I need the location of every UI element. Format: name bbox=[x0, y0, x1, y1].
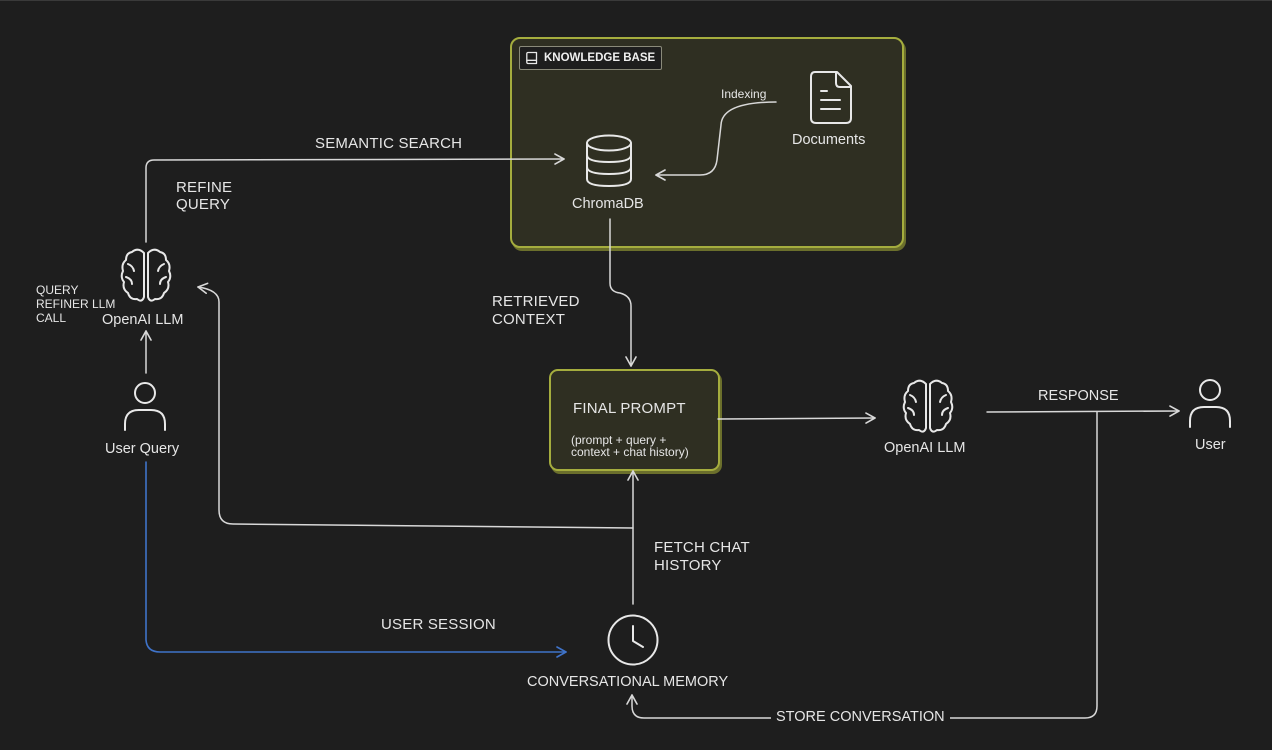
refine-query-label-line2: QUERY bbox=[176, 196, 231, 213]
memory-label: CONVERSATIONAL MEMORY bbox=[527, 674, 729, 690]
brain-icon-answer bbox=[902, 378, 954, 439]
edge-history-to-refiner bbox=[197, 282, 634, 529]
brain-icon-refiner bbox=[120, 247, 172, 308]
final-prompt-title: FINAL PROMPT bbox=[573, 400, 686, 417]
clock-icon bbox=[606, 613, 660, 672]
user-query-label: User Query bbox=[105, 441, 180, 457]
store-conversation-label: STORE CONVERSATION bbox=[771, 709, 950, 726]
refiner-llm-label: OpenAI LLM bbox=[102, 312, 184, 328]
response-label: RESPONSE bbox=[1038, 388, 1119, 404]
indexing-label: Indexing bbox=[721, 87, 767, 101]
refiner-note-line3: CALL bbox=[36, 311, 67, 325]
documents-label: Documents bbox=[792, 132, 866, 148]
knowledge-base-title: KNOWLEDGE BASE bbox=[544, 52, 656, 64]
fetch-history-label-line1: FETCH CHAT bbox=[654, 539, 750, 556]
user-session-label: USER SESSION bbox=[381, 616, 496, 633]
chromadb-label: ChromaDB bbox=[572, 196, 644, 212]
person-icon-user bbox=[1188, 377, 1232, 434]
refine-query-label-line1: REFINE bbox=[176, 179, 233, 196]
user-label: User bbox=[1195, 437, 1226, 453]
final-prompt-detail-line2: context + chat history) bbox=[571, 445, 689, 459]
fetch-history-label-line2: HISTORY bbox=[654, 557, 722, 574]
semantic-search-label: SEMANTIC SEARCH bbox=[315, 135, 463, 152]
database-icon bbox=[583, 134, 635, 193]
edge-user-session bbox=[145, 461, 567, 658]
edge-response bbox=[986, 405, 1180, 417]
knowledge-base-badge: KNOWLEDGE BASE bbox=[519, 46, 662, 70]
edge-retrieved-context bbox=[609, 218, 637, 367]
final-prompt-box bbox=[549, 369, 720, 471]
refiner-note-line2: REFINER LLM bbox=[36, 297, 116, 311]
edge-prompt-to-llm bbox=[717, 412, 876, 424]
refiner-note-line1: QUERY bbox=[36, 283, 79, 297]
retrieved-context-label-line1: RETRIEVED bbox=[492, 293, 580, 310]
window-top-edge bbox=[0, 0, 1272, 1]
edge-indexing bbox=[655, 101, 777, 181]
document-icon bbox=[807, 70, 855, 131]
person-icon-user-query bbox=[123, 380, 167, 437]
book-icon bbox=[525, 51, 539, 65]
final-prompt-detail-line1: (prompt + query + bbox=[571, 433, 667, 447]
retrieved-context-label-line2: CONTEXT bbox=[492, 311, 566, 328]
answer-llm-label: OpenAI LLM bbox=[884, 440, 966, 456]
edge-semantic-search bbox=[145, 153, 565, 243]
